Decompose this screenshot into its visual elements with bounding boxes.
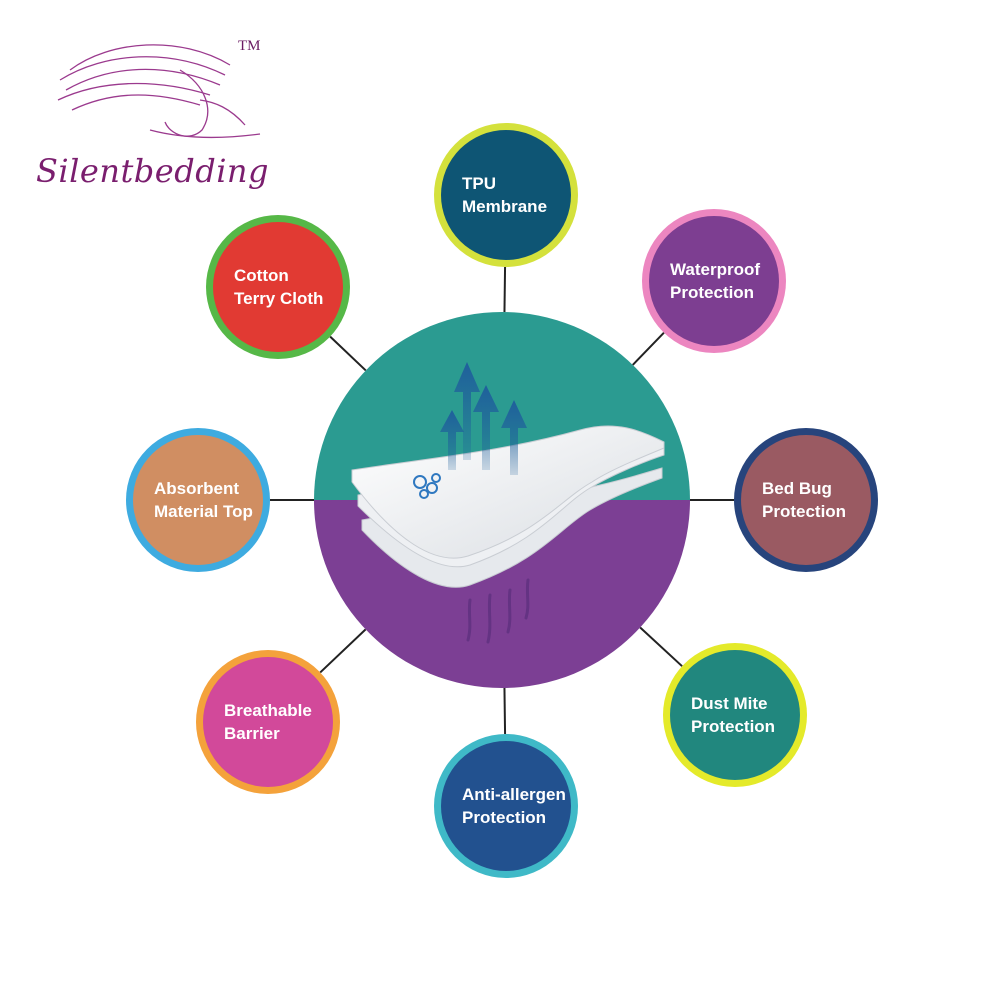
connector-line <box>320 629 365 672</box>
feature-label-text: Anti-allergen Protection <box>462 783 566 829</box>
feature-label-text: Breathable Barrier <box>224 699 312 745</box>
connector-line <box>504 688 505 734</box>
feature-label-text: Cotton Terry Cloth <box>234 264 323 310</box>
feature-label: Bed Bug Protection <box>762 428 870 572</box>
feature-label: Breathable Barrier <box>224 650 332 794</box>
feature-label: Anti-allergen Protection <box>462 734 570 878</box>
feature-label-text: Absorbent Material Top <box>154 477 253 523</box>
connector-line <box>330 337 366 371</box>
feature-label: Cotton Terry Cloth <box>234 215 342 359</box>
connector-line <box>504 267 505 312</box>
connector-line <box>640 627 682 666</box>
feature-label: TPU Membrane <box>462 123 570 267</box>
feature-label: Waterproof Protection <box>670 209 778 353</box>
feature-label: Absorbent Material Top <box>154 428 262 572</box>
connector-line <box>633 333 664 365</box>
feature-label-text: Dust Mite Protection <box>691 692 775 738</box>
feature-label: Dust Mite Protection <box>691 643 799 787</box>
feature-label-text: TPU Membrane <box>462 172 547 218</box>
feature-label-text: Waterproof Protection <box>670 258 760 304</box>
feature-label-text: Bed Bug Protection <box>762 477 846 523</box>
